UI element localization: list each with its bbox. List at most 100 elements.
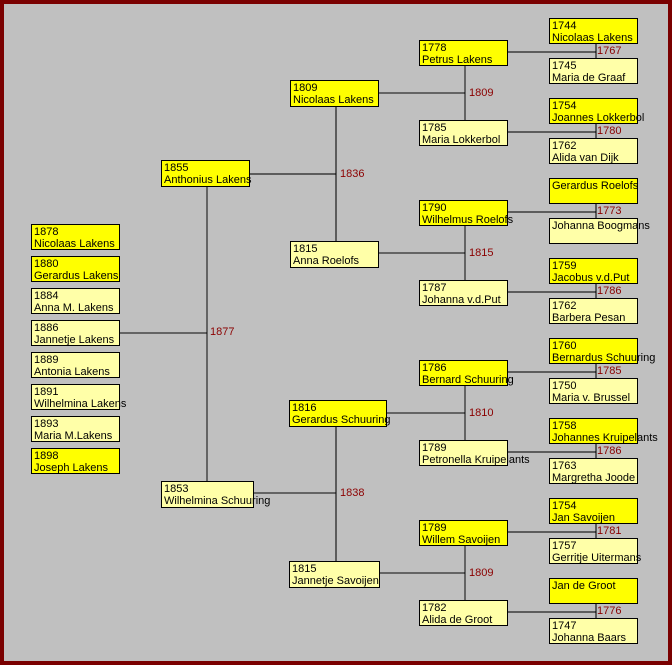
person-box[interactable]: Gerardus Roelofs (549, 178, 638, 204)
marriage-year: 1767 (597, 45, 622, 57)
birth-year: 1750 (552, 380, 577, 392)
marriage-year: 1781 (597, 525, 622, 537)
marriage-year: 1809 (469, 567, 494, 579)
person-name: Jannetje Lakens (34, 334, 115, 346)
birth-year: 1816 (292, 402, 317, 414)
person-name: Jan de Groot (552, 580, 616, 592)
person-name: Petrus Lakens (422, 54, 493, 66)
birth-year: 1898 (34, 450, 59, 462)
birth-year: 1886 (34, 322, 59, 334)
birth-year: 1809 (293, 82, 318, 94)
person-name: Anna Roelofs (293, 255, 360, 267)
person-name: Margretha Joode (552, 472, 636, 484)
person-name: Bernard Schuuring (422, 374, 514, 386)
birth-year: 1758 (552, 420, 577, 432)
marriage-year: 1776 (597, 605, 622, 617)
person-name: Petronella Kruipelants (422, 454, 530, 466)
birth-year: 1790 (422, 202, 447, 214)
marriage-year: 1786 (597, 445, 622, 457)
birth-year: 1762 (552, 300, 577, 312)
person-name: Johanna v.d.Put (422, 294, 501, 306)
person-name: Alida de Groot (422, 614, 493, 626)
birth-year: 1745 (552, 60, 577, 72)
marriage-year: 1785 (597, 365, 622, 377)
person-name: Nicolaas Lakens (34, 238, 115, 250)
person-name: Anthonius Lakens (164, 174, 252, 186)
person-name: Jacobus v.d.Put (552, 272, 630, 284)
person-name: Johanna Baars (552, 632, 626, 644)
person-name: Maria v. Brussel (552, 392, 631, 404)
person-box[interactable]: Jan de Groot (549, 578, 638, 604)
person-name: Wilhelmina Lakens (34, 398, 127, 410)
birth-year: 1747 (552, 620, 577, 632)
marriage-year: 1838 (340, 487, 365, 499)
person-name: Jan Savoijen (552, 512, 615, 524)
marriage-year: 1815 (469, 247, 494, 259)
birth-year: 1815 (292, 563, 317, 575)
birth-year: 1754 (552, 500, 577, 512)
birth-year: 1880 (34, 258, 59, 270)
marriage-year: 1780 (597, 125, 622, 137)
person-name: Joannes Lokkerbol (552, 112, 645, 124)
person-name: Nicolaas Lakens (293, 94, 374, 106)
birth-year: 1815 (293, 243, 318, 255)
birth-year: 1785 (422, 122, 447, 134)
birth-year: 1889 (34, 354, 59, 366)
birth-year: 1884 (34, 290, 59, 302)
person-name: Gerardus Lakens (34, 270, 119, 282)
birth-year: 1853 (164, 483, 189, 495)
person-name: Maria de Graaf (552, 72, 626, 84)
birth-year: 1878 (34, 226, 59, 238)
birth-year: 1744 (552, 20, 577, 32)
birth-year: 1763 (552, 460, 577, 472)
person-name: Anna M. Lakens (34, 302, 114, 314)
marriage-year: 1809 (469, 87, 494, 99)
person-name: Joseph Lakens (34, 462, 108, 474)
marriage-year: 1786 (597, 285, 622, 297)
person-name: Wilhelmus Roelofs (422, 214, 514, 226)
birth-year: 1760 (552, 340, 577, 352)
person-name: Willem Savoijen (422, 534, 501, 546)
person-name: Nicolaas Lakens (552, 32, 633, 44)
birth-year: 1789 (422, 522, 447, 534)
birth-year: 1891 (34, 386, 59, 398)
birth-year: 1762 (552, 140, 577, 152)
person-box[interactable]: Johanna Boogmans (549, 218, 650, 244)
